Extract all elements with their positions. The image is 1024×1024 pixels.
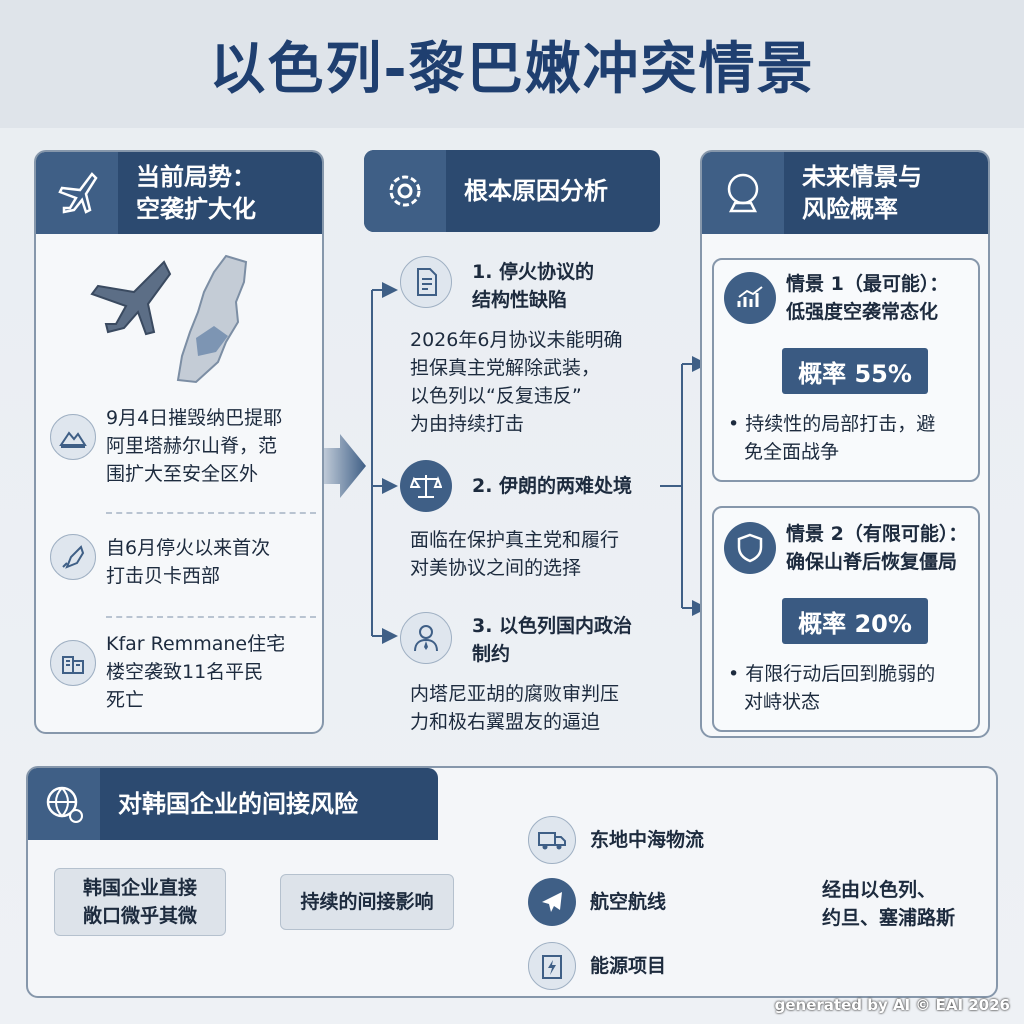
globe-gear-icon [28, 768, 100, 840]
current-situation-header: 当前局势： 空袭扩大化 [36, 152, 322, 234]
situation-item-1: 9月4日摧毁纳巴提耶 阿里塔赫尔山脊，范 围扩大至安全区外 [106, 407, 283, 485]
korea-risk-title: 对韩国企业的间接风险 [118, 790, 358, 818]
root-cause-header: 根本原因分析 [364, 150, 660, 232]
jet-shape [90, 260, 172, 336]
building-icon [50, 640, 96, 686]
direct-exposure-box: 韩国企业直接 敞口微乎其微 [54, 868, 226, 936]
airplane-icon [528, 878, 576, 926]
indirect-impact-box: 持续的间接影响 [280, 874, 454, 930]
divider [106, 616, 316, 618]
scenario-1-title: 情景 1（最可能）： 低强度空袭常态化 [786, 273, 949, 323]
politician-icon [400, 612, 452, 664]
lebanon-map [176, 254, 248, 384]
header-line-1: 当前局势： [136, 163, 256, 191]
scenario-1-probability: 概率 55% [782, 348, 928, 394]
crystal-ball-icon [702, 152, 784, 234]
cause-2-body: 面临在保护真主党和履行 对美协议之间的选择 [410, 529, 620, 579]
scenario-2-probability: 概率 20% [782, 598, 928, 644]
situation-item-2: 自6月停火以来首次 打击贝卡西部 [106, 537, 271, 587]
channel-energy: 能源项目 [590, 955, 667, 977]
cause-1-title: 1. 停火协议的 结构性缺陷 [472, 261, 595, 311]
header-line-2: 风险概率 [802, 195, 898, 223]
current-situation-panel: 当前局势： 空袭扩大化 9月4日摧毁纳巴提耶 阿里塔赫尔山脊，范 围扩大至安全区… [34, 150, 324, 734]
situation-item-3: Kfar Remmane住宅 楼空袭致11名平民 死亡 [106, 633, 286, 711]
scenario-2-title: 情景 2（有限可能）： 确保山脊后恢复僵局 [786, 523, 968, 573]
watermark: generated by AI © EAI 2026 [774, 996, 1010, 1014]
divider [106, 512, 316, 514]
scales-icon [400, 460, 452, 512]
flow-arrow [310, 434, 366, 498]
mountain-icon [50, 414, 96, 460]
cause-3-body: 内塔尼亚胡的腐败审判压 力和极右翼盟友的逼迫 [410, 683, 620, 733]
chart-icon [724, 272, 776, 324]
missile-icon [50, 534, 96, 580]
truck-icon [528, 816, 576, 864]
fighter-jet-icon [36, 152, 118, 234]
page-title: 以色列-黎巴嫩冲突情景 [209, 36, 815, 102]
route-text: 经由以色列、 约旦、塞浦路斯 [822, 879, 956, 929]
future-scenarios-panel: 未来情景与 风险概率 情景 1（最可能）： 低强度空袭常态化 概率 55% • … [700, 150, 990, 738]
cause-3-title: 3. 以色列国内政治 制约 [472, 615, 633, 665]
root-cause-title: 根本原因分析 [464, 177, 608, 205]
shield-icon [724, 522, 776, 574]
future-scenarios-header: 未来情景与 风险概率 [702, 152, 988, 234]
root-cause-panel: 根本原因分析 1. 停火协议的 结构性缺陷 2026年6月协议未能明确 担保真主… [364, 150, 660, 740]
scenario-2-card: 情景 2（有限可能）： 确保山脊后恢复僵局 概率 20% • 有限行动后回到脆弱… [712, 506, 980, 732]
scenario-bracket [660, 364, 683, 608]
scenario-1-bullet: • 持续性的局部打击，避 免全面战争 [728, 413, 936, 463]
gear-icon [364, 150, 446, 232]
header-line-2: 空袭扩大化 [136, 195, 256, 223]
title-band: 以色列-黎巴嫩冲突情景 [0, 0, 1024, 128]
cause-1-body: 2026年6月协议未能明确 担保真主党解除武装， 以色列以“反复违反” 为由持续… [410, 329, 623, 435]
scenario-1-card: 情景 1（最可能）： 低强度空袭常态化 概率 55% • 持续性的局部打击，避 … [712, 258, 980, 482]
document-icon [400, 256, 452, 308]
header-line-1: 未来情景与 [802, 163, 922, 191]
cause-2-title: 2. 伊朗的两难处境 [472, 475, 633, 497]
channel-aviation: 航空航线 [590, 891, 667, 913]
korea-risk-header: 对韩国企业的间接风险 [28, 768, 438, 840]
energy-icon [528, 942, 576, 990]
channel-logistics: 东地中海物流 [590, 829, 705, 851]
jet-map-illustration [86, 252, 286, 392]
scenario-2-bullet: • 有限行动后回到脆弱的 对峙状态 [728, 663, 936, 713]
